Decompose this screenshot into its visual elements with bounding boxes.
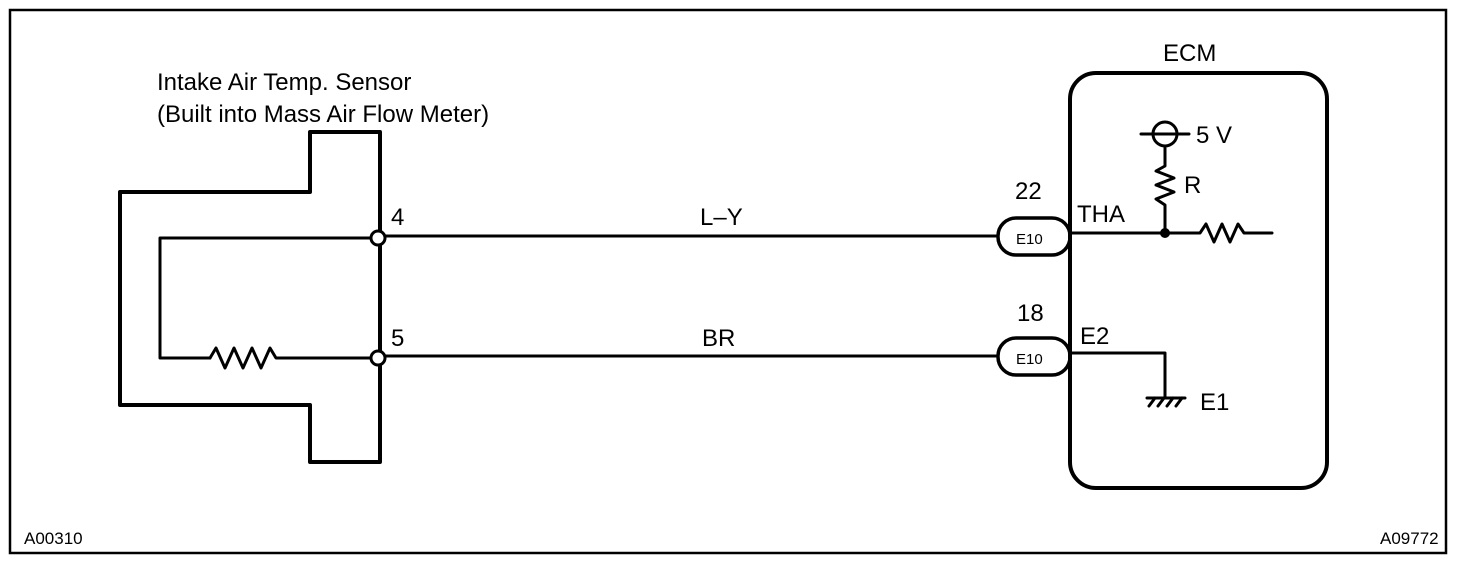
sensor-title-line1: Intake Air Temp. Sensor [157, 69, 411, 96]
footer-right-code: A09772 [1380, 529, 1439, 548]
ecm-title: ECM [1163, 40, 1216, 67]
ecm-pullup-resistor [1154, 146, 1176, 235]
connector-top-pin-label: 22 [1015, 178, 1042, 205]
diagram-frame [8, 8, 1448, 555]
sensor-internal-wire [158, 236, 380, 360]
footer-left-code: A00310 [24, 529, 83, 548]
wire-l-y-label: L–Y [700, 204, 743, 231]
sensor-pin-5-label: 5 [391, 325, 404, 352]
ecm-tha-line [1068, 222, 1274, 244]
wire-br-label: BR [702, 325, 735, 352]
ecm-supply-label: 5 V [1196, 122, 1232, 149]
sensor-terminal-4 [369, 229, 387, 247]
ecm-resistor-label: R [1184, 172, 1201, 199]
connector-top-code: E10 [1016, 231, 1043, 248]
sensor-terminal-5 [369, 349, 387, 367]
ecm-box [1068, 71, 1329, 490]
ecm-e2-line [1068, 351, 1167, 399]
sensor-thermistor [208, 346, 380, 370]
sensor-pin-4-label: 4 [391, 204, 404, 231]
sensor-title-line2: (Built into Mass Air Flow Meter) [157, 101, 489, 128]
connector-bottom-code: E10 [1016, 351, 1043, 368]
ecm-terminal-e2-label: E2 [1080, 323, 1109, 350]
connector-bottom-pin-label: 18 [1017, 300, 1044, 327]
ecm-terminal-tha-label: THA [1077, 201, 1125, 228]
ecm-ground-e1-label: E1 [1200, 389, 1229, 416]
ground-symbol [1147, 396, 1184, 408]
